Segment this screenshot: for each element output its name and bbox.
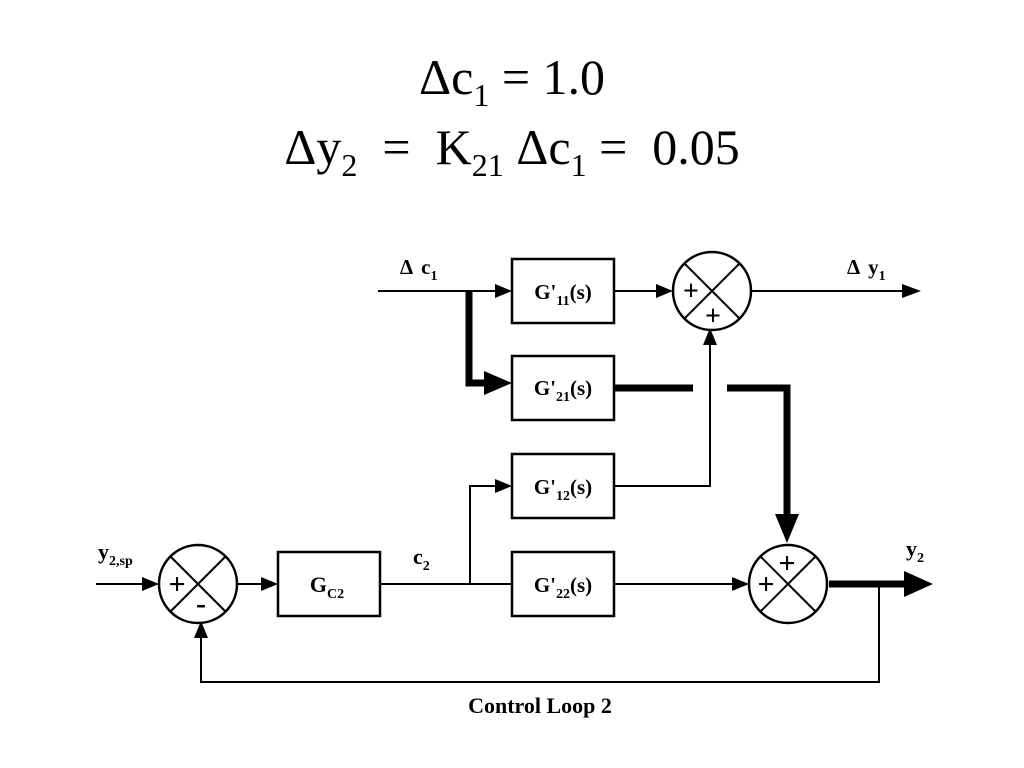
arrowheads (142, 284, 933, 638)
svg-text:G'11(s): G'11(s) (534, 280, 592, 309)
highlighted-path (465, 291, 908, 588)
arrow-into-g21-thick (484, 371, 512, 395)
block-gc2: GC2 (276, 550, 382, 618)
summing-junction-error: + - (157, 543, 239, 625)
arrow-into-g11 (495, 284, 512, 298)
sum1-left-sign: + (683, 276, 699, 307)
label-c2: c2 (413, 544, 430, 574)
sum3-left-sign: + (168, 568, 185, 601)
block-g21: G'21(s) (510, 354, 616, 422)
summing-junction-y1: + + (671, 250, 753, 332)
label-y2-setpoint: y2,sp (98, 539, 133, 569)
label-y2: y2 (906, 536, 924, 566)
arrow-dy1-output (902, 284, 921, 298)
arrow-into-sum1-bottom (703, 328, 717, 345)
sum2-top-sign: + (778, 547, 795, 580)
block-g12: G'12(s) (510, 452, 616, 520)
svg-text:G'21(s): G'21(s) (534, 376, 592, 405)
c2-to-g12-line (469, 485, 500, 584)
arrow-into-g12 (495, 479, 512, 493)
svg-text:G'22(s): G'22(s) (534, 573, 592, 602)
sum3-bottom-sign: - (196, 587, 206, 620)
arrow-into-gc2 (261, 577, 278, 591)
arrow-into-sum1 (656, 284, 673, 298)
g12-to-sum1-line (614, 340, 711, 487)
svg-text:GC2: GC2 (310, 572, 344, 602)
equation-line-2: Δy2 = K21 Δc1 = 0.05 (284, 119, 740, 183)
arrow-into-sum3 (142, 577, 159, 591)
g21-to-sum2-thick-line (727, 384, 791, 519)
arrow-y2-output-thick (904, 571, 933, 597)
feedback-line (200, 584, 880, 683)
sum1-bottom-sign: + (705, 301, 721, 332)
dc1-to-g21-thick-line (465, 291, 488, 387)
block-g11: G'11(s) (510, 257, 616, 325)
equation-line-1: Δc1 = 1.0 (418, 49, 606, 113)
svg-text:G'12(s): G'12(s) (534, 475, 592, 504)
arrow-into-sum2-top-thick (775, 514, 799, 543)
block-g22: G'22(s) (510, 550, 616, 618)
arrow-into-sum2-left (732, 577, 749, 591)
arrow-feedback-into-sum3 (194, 621, 208, 638)
signal-lines (96, 290, 907, 683)
summing-junction-y2: + + (747, 543, 829, 625)
sum2-left-sign: + (757, 568, 774, 601)
caption-control-loop-2: Control Loop 2 (468, 693, 612, 718)
